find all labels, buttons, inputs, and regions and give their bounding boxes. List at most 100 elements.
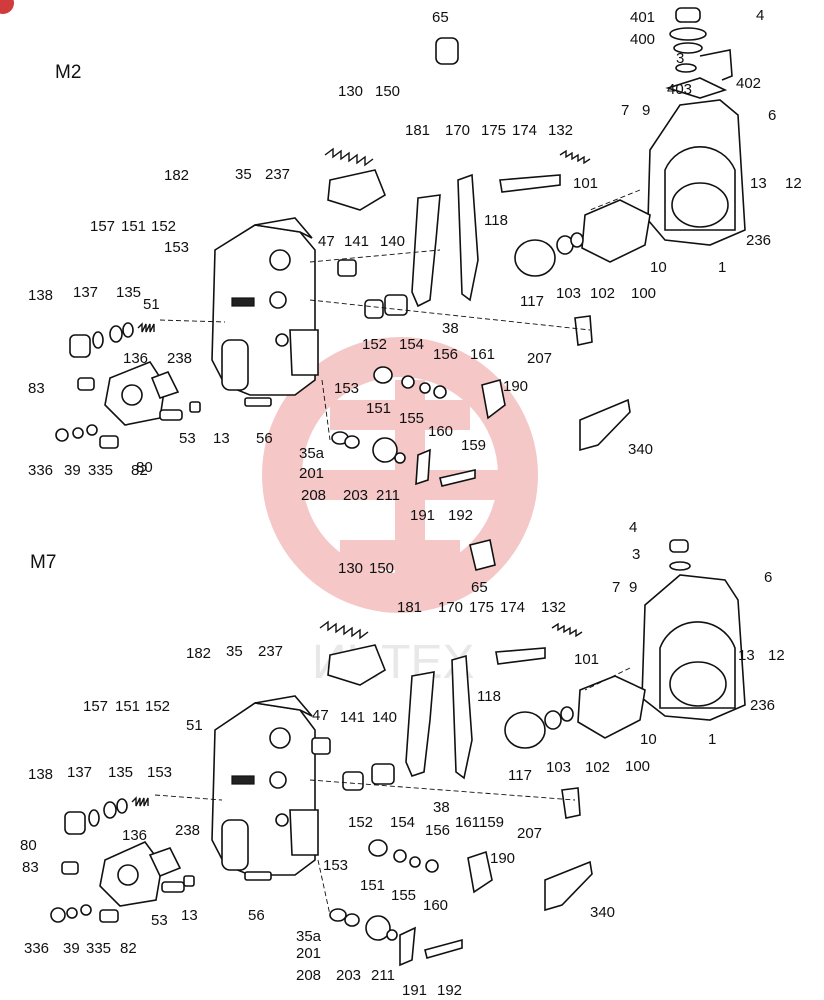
part-number-label: 155 [399, 410, 424, 427]
part-number-label: 138 [28, 766, 53, 783]
part-number-label: 201 [296, 945, 321, 962]
part-number-label: 152 [348, 814, 373, 831]
variant-title: M2 [55, 62, 81, 83]
part-number-label: 400 [630, 31, 655, 48]
part-number-label: 151 [360, 877, 385, 894]
part-number-label: 3 [632, 546, 640, 563]
part-number-label: 154 [399, 336, 424, 353]
part-number-label: 12 [785, 175, 802, 192]
part-number-label: 103 [546, 759, 571, 776]
part-number-label: 10 [640, 731, 657, 748]
part-number-label: 156 [433, 346, 458, 363]
part-number-label: 51 [186, 717, 203, 734]
part-number-label: 151 [115, 698, 140, 715]
part-number-label: 238 [175, 822, 200, 839]
part-number-label: 103 [556, 285, 581, 302]
part-number-label: 181 [397, 599, 422, 616]
part-number-label: 132 [541, 599, 566, 616]
part-number-label: 51 [143, 296, 160, 313]
part-number-label: 208 [296, 967, 321, 984]
part-number-label: 35a [296, 928, 322, 945]
part-number-label: 101 [573, 175, 598, 192]
part-number-label: 208 [301, 487, 326, 504]
part-number-label: 137 [73, 284, 98, 301]
part-number-label: 340 [590, 904, 615, 921]
part-number-label: 191 [402, 982, 427, 999]
part-number-label: 65 [432, 9, 449, 26]
part-number-label: 201 [299, 465, 324, 482]
part-number-label: 47 [312, 707, 329, 724]
part-number-label: 38 [433, 799, 450, 816]
part-number-label: 118 [484, 212, 508, 229]
part-number-label: 117 [520, 293, 544, 310]
part-number-label: 174 [500, 599, 525, 616]
part-number-label: 207 [517, 825, 542, 842]
part-number-label: 211 [376, 487, 400, 504]
part-number-label: 152 [362, 336, 387, 353]
part-number-label: 118 [477, 688, 501, 705]
part-number-label: 13 [181, 907, 198, 924]
part-number-label: 138 [28, 287, 53, 304]
part-number-label: 403 [667, 81, 692, 98]
part-number-label: 175 [481, 122, 506, 139]
part-number-label: 136 [122, 827, 147, 844]
part-number-label: 141 [344, 233, 369, 250]
part-number-label: 141 [340, 709, 365, 726]
part-number-label: 236 [750, 697, 775, 714]
part-number-label: 160 [423, 897, 448, 914]
part-number-label: 192 [437, 982, 462, 999]
part-number-label: 1 [718, 259, 726, 276]
part-number-label: 12 [768, 647, 785, 664]
part-number-label: 181 [405, 122, 430, 139]
part-number-label: 100 [625, 758, 650, 775]
part-number-label: 140 [372, 709, 397, 726]
variant-title: M7 [30, 552, 56, 573]
part-number-label: 3 [676, 50, 684, 67]
part-number-label: 9 [629, 579, 637, 596]
part-number-label: 102 [590, 285, 615, 302]
part-number-label: 159 [461, 437, 486, 454]
part-number-label: 53 [151, 912, 168, 929]
part-number-label: 150 [369, 560, 394, 577]
part-number-label: 7 [612, 579, 620, 596]
lever-150 [328, 170, 385, 210]
flyweight [578, 676, 645, 738]
part-number-label: 192 [448, 507, 473, 524]
part-number-label: 83 [22, 859, 39, 876]
part-number-label: 150 [375, 83, 400, 100]
part-number-label: 203 [343, 487, 368, 504]
part-number-label: 161 [455, 814, 480, 831]
part-number-label: 101 [574, 651, 599, 668]
part-number-label: 157 [90, 218, 115, 235]
part-number-label: 151 [121, 218, 146, 235]
part-number-label: 182 [164, 167, 189, 184]
part-number-label: 39 [64, 462, 81, 479]
part-number-label: 56 [248, 907, 265, 924]
part-number-label: 6 [768, 107, 776, 124]
part-number-label: 237 [265, 166, 290, 183]
part-number-label: 35 [226, 643, 243, 660]
part-number-label: 117 [508, 767, 532, 784]
part-number-label: 80 [20, 837, 37, 854]
part-number-label: 1 [708, 731, 716, 748]
part-number-label: 153 [334, 380, 359, 397]
part-number-label: 6 [764, 569, 772, 586]
part-number-label: 335 [88, 462, 113, 479]
part-number-label: 137 [67, 764, 92, 781]
part-number-label: 190 [490, 850, 515, 867]
part-number-label: 190 [503, 378, 528, 395]
part-number-label: 4 [756, 7, 764, 24]
part-number-label: 154 [390, 814, 415, 831]
part-number-label: 130 [338, 560, 363, 577]
spring-130 [325, 149, 373, 165]
part-number-label: 102 [585, 759, 610, 776]
part-number-label: 237 [258, 643, 283, 660]
part-number-label: 170 [445, 122, 470, 139]
part-number-label: 9 [642, 102, 650, 119]
part-number-label: 238 [167, 350, 192, 367]
part-number-label: 156 [425, 822, 450, 839]
part-number-label: 7 [621, 102, 629, 119]
part-number-label: 39 [63, 940, 80, 957]
part-number-label: 53 [179, 430, 196, 447]
part-number-label: 130 [338, 83, 363, 100]
